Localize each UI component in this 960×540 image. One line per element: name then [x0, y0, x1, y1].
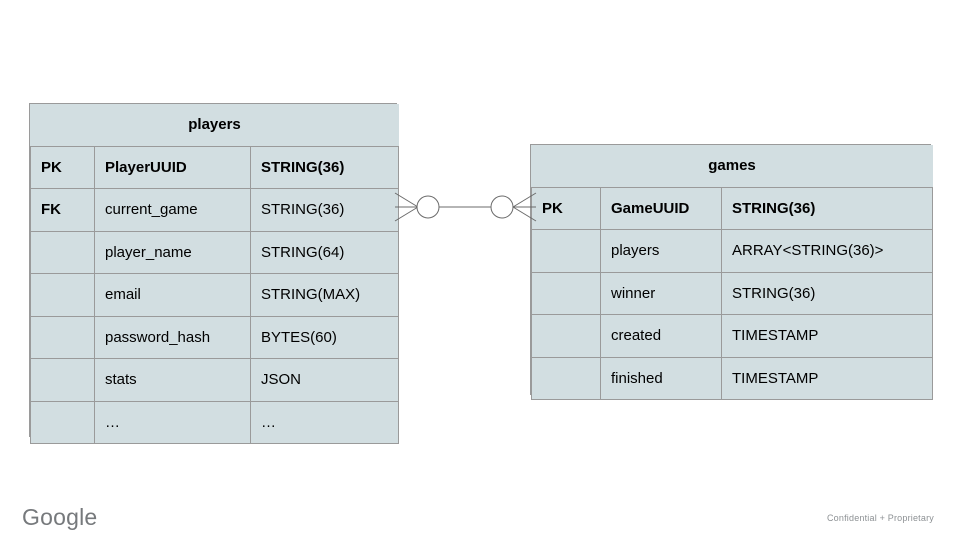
players-row-4-type: BYTES(60)	[249, 315, 400, 359]
games-table: games PK GameUUID STRING(36) players ARR…	[531, 145, 934, 400]
players-row-1-name: current_game	[94, 188, 251, 232]
table-row[interactable]: finished TIMESTAMP	[531, 356, 934, 400]
entity-table-players[interactable]: players PK PlayerUUID STRING(36) FK curr…	[29, 103, 400, 444]
table-row[interactable]: stats JSON	[30, 358, 400, 402]
games-title: games	[531, 145, 933, 188]
players-row-3-name: email	[94, 273, 251, 317]
table-row[interactable]: winner STRING(36)	[531, 271, 934, 315]
table-row[interactable]: email STRING(MAX)	[30, 273, 400, 317]
players-row-4-name: password_hash	[94, 315, 251, 359]
table-row[interactable]: PK PlayerUUID STRING(36)	[30, 145, 400, 189]
players-row-2-name: player_name	[94, 230, 251, 274]
games-row-3-type: TIMESTAMP	[720, 314, 934, 358]
games-row-4-key	[531, 356, 601, 400]
players-title: players	[30, 104, 399, 147]
players-row-3-key	[30, 273, 95, 317]
games-title-row: games	[531, 145, 933, 188]
confidential-note: Confidential + Proprietary	[826, 513, 934, 523]
table-row[interactable]: PK GameUUID STRING(36)	[531, 186, 934, 230]
players-row-2-key	[30, 230, 95, 274]
players-row-2-type: STRING(64)	[249, 230, 400, 274]
players-row-5-type: JSON	[249, 358, 400, 402]
games-row-1-name: players	[600, 229, 722, 273]
games-row-1-key	[531, 229, 601, 273]
players-row-5-name: stats	[94, 358, 251, 402]
table-row[interactable]: players ARRAY<STRING(36)>	[531, 229, 934, 273]
players-row-1-type: STRING(36)	[249, 188, 400, 232]
games-row-0-type: STRING(36)	[720, 186, 934, 230]
table-row[interactable]: password_hash BYTES(60)	[30, 315, 400, 359]
entity-table-games[interactable]: games PK GameUUID STRING(36) players ARR…	[530, 144, 934, 400]
games-row-4-name: finished	[600, 356, 722, 400]
zero-circle-left-icon	[416, 195, 440, 219]
games-row-0-name: GameUUID	[600, 186, 722, 230]
google-logo: Google	[22, 504, 98, 530]
games-row-2-name: winner	[600, 271, 722, 315]
players-row-6-type: …	[249, 400, 400, 444]
players-row-0-key: PK	[30, 145, 95, 189]
table-row[interactable]: player_name STRING(64)	[30, 230, 400, 274]
zero-circle-right-icon	[490, 195, 514, 219]
games-row-1-type: ARRAY<STRING(36)>	[720, 229, 934, 273]
games-row-4-type: TIMESTAMP	[720, 356, 934, 400]
games-row-3-key	[531, 314, 601, 358]
players-row-1-key: FK	[30, 188, 95, 232]
table-row[interactable]: created TIMESTAMP	[531, 314, 934, 358]
players-title-row: players	[30, 104, 399, 147]
players-table: players PK PlayerUUID STRING(36) FK curr…	[30, 104, 400, 444]
table-row[interactable]: … …	[30, 400, 400, 444]
players-row-3-type: STRING(MAX)	[249, 273, 400, 317]
players-row-0-name: PlayerUUID	[94, 145, 251, 189]
relationship-connector-players-games	[394, 192, 537, 222]
games-row-2-type: STRING(36)	[720, 271, 934, 315]
games-row-0-key: PK	[531, 186, 601, 230]
players-row-5-key	[30, 358, 95, 402]
players-row-0-type: STRING(36)	[249, 145, 400, 189]
players-row-4-key	[30, 315, 95, 359]
games-row-2-key	[531, 271, 601, 315]
players-row-6-key	[30, 400, 95, 444]
players-row-6-name: …	[94, 400, 251, 444]
table-row[interactable]: FK current_game STRING(36)	[30, 188, 400, 232]
games-row-3-name: created	[600, 314, 722, 358]
